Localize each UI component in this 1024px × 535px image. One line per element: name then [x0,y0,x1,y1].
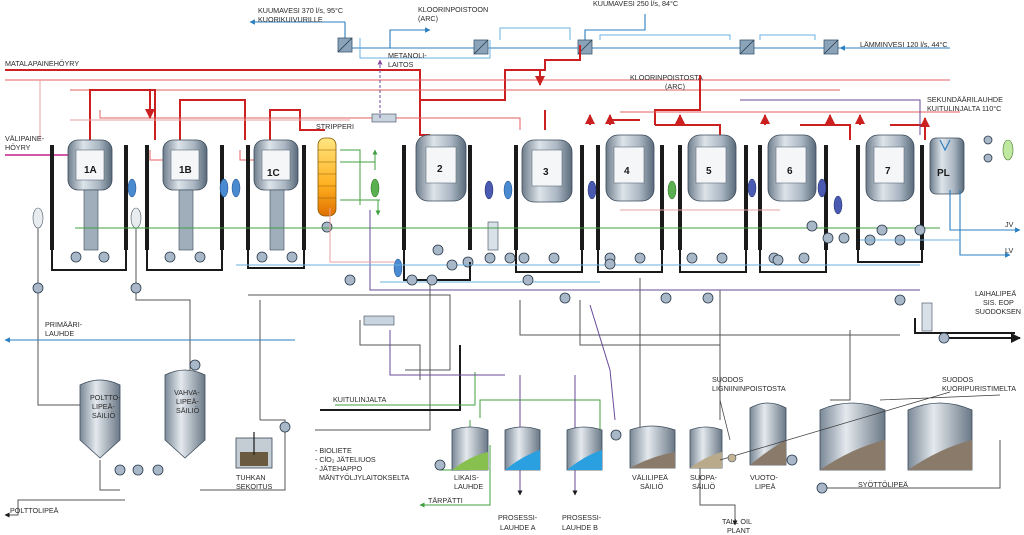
pl-label: PL [937,168,950,179]
label-vahva-3: SÄILIÖ [176,406,200,415]
label-bio-3: - JÄTEHAPPO [315,464,363,473]
effect-label-1b: 1B [179,165,192,176]
label-lamminvesi: LÄMMINVESI 120 l/s, 44°C [860,40,948,49]
hot-water-lines [249,14,950,59]
label-arc-1: (ARC) [418,14,438,23]
label-kuorikuivurille: KUORIKUIVURILLE [258,15,323,24]
label-likais-1: LIKAIS- [454,473,479,482]
label-primaari: PRIMÄÄRI- [45,320,83,329]
likais-tank [451,426,489,471]
label-sis-eop: SIS. EOP [983,298,1014,307]
label-vuoto-1: VUOTO- [750,473,778,482]
label-sekundaarilauhde: SEKUNDÄÄRILAUHDE [927,95,1003,104]
label-vuoto-2: LIPEÄ [755,482,776,491]
label-metanoli: METANOLI- [388,51,427,60]
label-prosB-1: PROSESSI- [562,513,602,522]
label-prosA-1: PROSESSI- [498,513,538,522]
label-lv: LV [1005,246,1013,255]
effect-1c: 1C [246,139,306,263]
effect-7: 7 [856,134,924,250]
suodos-lines [719,391,1001,461]
label-stripperi: STRIPPERI [316,122,354,131]
label-poltto-2: LIPEÄ- [92,402,115,411]
steam-lines [5,45,960,161]
label-tall-1: TALL OIL [722,517,752,526]
prosessi-a-tank [504,426,541,471]
label-bio-1: - BIOLIETE [315,446,352,455]
effect-1b: 1B [145,139,224,263]
valilipea-tank [629,425,676,469]
small-vessels [32,113,933,332]
label-vali-1: VÄLILIPEÄ [632,473,668,482]
label-kuitulinjalta: KUITULINJALTA [333,395,386,404]
label-tarpatti: TÄRPÄTTI [428,496,463,505]
effect-1a: 1A [50,139,128,263]
label-prosA-2: LAUHDE A [500,523,536,532]
label-syotto: SYÖTTÖLIPEÄ [858,480,908,489]
effect-3: 3 [514,139,584,264]
tall-oil-separator [727,453,737,463]
effect-label-6: 6 [787,166,793,177]
label-laihalipea: LAIHALIPEÄ [975,289,1016,298]
suopa-tank [689,426,723,469]
label-prosB-2: LAUHDE B [562,523,598,532]
label-bio-2: - ClO₂ JÄTELIUOS [315,455,376,464]
effect-label-5: 5 [706,166,712,177]
label-bio-4: MÄNTYÖLJYLAITOKSELTA [319,473,409,482]
label-polttolipea: POLTTOLIPEÄ [10,506,59,515]
label-laitos: LAITOS [388,60,414,69]
label-suodos-kuo-2: KUORIPURISTIMELTA [942,384,1016,393]
label-suodoksen: SUODOKSEN [975,307,1021,316]
label-matalapainehoyry: MATALAPAINEHÖYRY [5,59,79,68]
effect-6: 6 [758,134,828,264]
label-kloorinpoistosta: KLOORINPOISTOSTA [630,73,703,82]
label-hoyry: HÖYRY [5,143,31,152]
label-tuhkan-1: TUHKAN [236,473,266,482]
label-tuhkan-2: SEKOITUS [236,482,273,491]
syottolipea-tank-2 [907,402,973,471]
effect-label-4: 4 [624,166,630,177]
label-tall-2: PLANT [727,526,751,535]
label-kuumavesi-370: KUUMAVESI 370 l/s, 95°C [258,6,343,15]
prosessi-b-tank [566,426,603,471]
label-arc-2: (ARC) [665,82,685,91]
effect-label-2: 2 [437,164,443,175]
syottolipea-tank-1 [819,402,886,471]
effect-label-1a: 1A [84,165,97,176]
tuhkan-mixer [235,432,273,469]
effect-2: 2 [402,134,474,268]
label-jv: JV [1005,220,1014,229]
effect-label-7: 7 [885,166,891,177]
label-kuitulinjalta-110: KUITULINJALTA 110°C [927,104,1001,113]
label-poltto-3: SÄILIÖ [92,411,116,420]
label-vahva-2: LIPEÄ- [176,397,199,406]
effect-5: 5 [678,134,748,264]
label-valipaine: VÄLIPAINE- [5,134,45,143]
effect-label-1c: 1C [267,168,280,179]
annotations: KUUMAVESI 370 l/s, 95°C KUORIKUIVURILLE … [5,0,1021,535]
label-kuumavesi-250: KUUMAVESI 250 l/s, 84°C [593,0,678,8]
label-kloorinpoistoon: KLOORINPOISTOON [418,5,488,14]
label-vali-2: SÄILIÖ [640,482,664,491]
label-poltto-1: POLTTO- [90,393,121,402]
label-suopa-1: SUOPA- [690,473,718,482]
pl-condenser: PL [929,135,1021,258]
effect-label-3: 3 [543,167,549,178]
stripper-column [317,137,337,233]
pink-lines [4,80,960,343]
poltto-tank [79,379,121,459]
vahva-tank [164,369,206,459]
label-likais-2: LAUHDE [454,482,483,491]
flow-arrows [145,45,1021,343]
effect-4: 4 [596,134,664,264]
vuotolipea-tank [749,402,787,466]
label-suodos-kuo-1: SUODOS [942,375,973,384]
label-suopa-2: SÄILIÖ [692,482,716,491]
pumps [32,220,950,494]
label-lauhde: LAUHDE [45,329,74,338]
label-vahva-1: VAHVA- [174,388,200,397]
label-suodos-lig-1: SUODOS [712,375,743,384]
label-suodos-lig-2: LIGNIININPOISTOSTA [712,384,786,393]
